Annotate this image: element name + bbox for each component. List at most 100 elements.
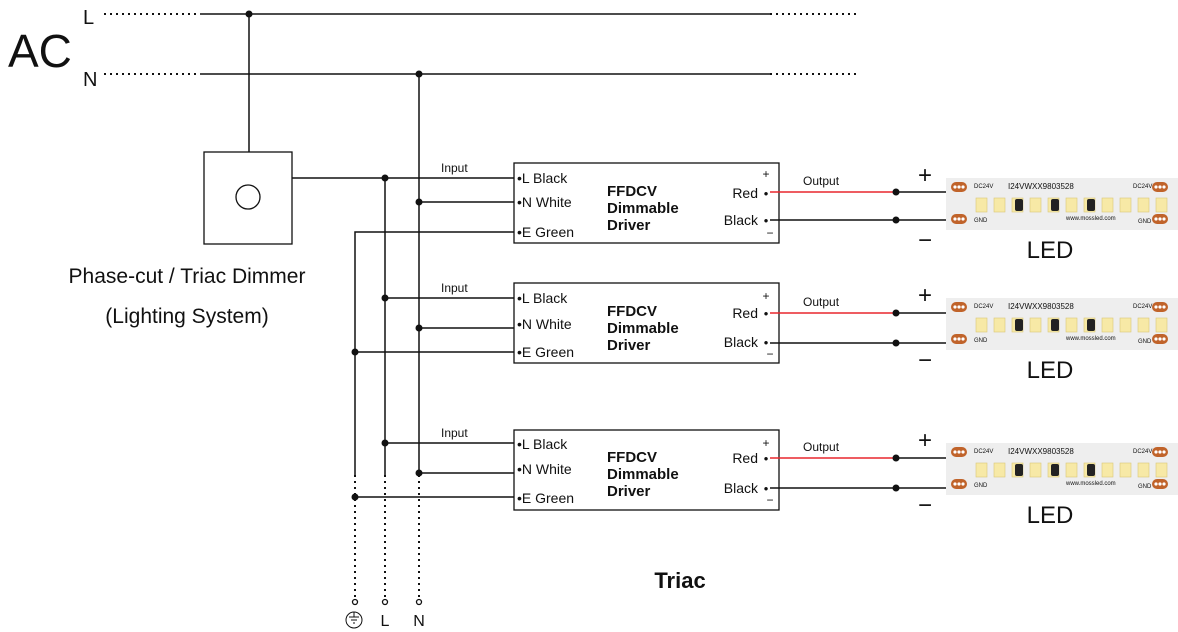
gnd-label-right: GND xyxy=(1138,219,1152,225)
ac-n-label: N xyxy=(83,69,97,91)
led-chip xyxy=(1029,462,1042,478)
terminal-l: •L Black xyxy=(517,290,568,306)
led-chip xyxy=(993,317,1006,333)
junction-dot xyxy=(892,454,900,462)
minus-sign: − xyxy=(766,493,773,507)
bottom-terminals: L N Triac xyxy=(345,568,706,630)
solder-pad-icon xyxy=(1152,479,1168,489)
junction-dot xyxy=(892,216,900,224)
svg-text:•: • xyxy=(764,451,769,466)
terminal-red: Red xyxy=(732,450,758,466)
led-chip xyxy=(1137,317,1150,333)
led-chip xyxy=(1155,462,1168,478)
driver-box xyxy=(513,429,780,511)
solder-pad-icon xyxy=(1152,182,1168,192)
led-chip xyxy=(993,462,1006,478)
terminal-l xyxy=(381,598,389,606)
dc-label-left: DC24V xyxy=(974,184,993,190)
led-chip xyxy=(1119,462,1132,478)
led-minus-sign: − xyxy=(918,227,932,254)
led-plus-sign: + xyxy=(918,427,932,454)
model-number: I24VWXX9803528 xyxy=(1008,182,1074,191)
led-chip xyxy=(1119,317,1132,333)
svg-text:•: • xyxy=(764,481,769,496)
resistor-icon xyxy=(1051,199,1059,211)
terminal-n: •N White xyxy=(517,194,572,210)
svg-text:•: • xyxy=(764,186,769,201)
dc-label-right: DC24V xyxy=(1133,304,1152,310)
solder-pad-icon xyxy=(951,447,967,457)
led-chip xyxy=(1155,317,1168,333)
bottom-l-label: L xyxy=(381,613,390,630)
strip-url: www.mossled.com xyxy=(1065,336,1116,342)
terminal-e: •E Green xyxy=(517,490,574,506)
terminal-n xyxy=(415,598,423,606)
solder-pad-icon xyxy=(1152,302,1168,312)
resistor-icon xyxy=(1087,199,1095,211)
led-chip xyxy=(1137,462,1150,478)
led-minus-sign: − xyxy=(918,347,932,374)
led-chip xyxy=(1065,462,1078,478)
led-plus-sign: + xyxy=(918,162,932,189)
driver-box xyxy=(513,282,780,364)
resistor-icon xyxy=(1015,199,1023,211)
triac-label: Triac xyxy=(654,568,705,593)
led-chip xyxy=(975,462,988,478)
strip-url: www.mossled.com xyxy=(1065,216,1116,222)
driver-name-2: Dimmable xyxy=(607,466,679,483)
junction-dot xyxy=(245,10,253,18)
resistor-icon xyxy=(1015,464,1023,476)
terminal-l: •L Black xyxy=(517,436,568,452)
terminal-l: •L Black xyxy=(517,170,568,186)
solder-pad-icon xyxy=(951,182,967,192)
terminal-ground xyxy=(351,598,359,606)
led-minus-sign: − xyxy=(918,492,932,519)
solder-pad-icon xyxy=(951,214,967,224)
minus-sign: − xyxy=(766,347,773,361)
ac-label: AC xyxy=(8,25,72,77)
led-chip xyxy=(993,197,1006,213)
gnd-label-left: GND xyxy=(974,483,988,489)
led-chip xyxy=(1137,197,1150,213)
junction-dot xyxy=(351,493,359,501)
buses xyxy=(354,70,514,598)
e-bus xyxy=(354,231,514,475)
driver-name-2: Dimmable xyxy=(607,200,679,217)
dc-label-right: DC24V xyxy=(1133,184,1152,190)
ac-mains: AC L N xyxy=(8,7,860,91)
junction-dot xyxy=(351,348,359,356)
plus-sign: + xyxy=(762,289,769,303)
led-chip xyxy=(1101,462,1114,478)
solder-pad-icon xyxy=(1152,334,1168,344)
terminal-n: •N White xyxy=(517,461,572,477)
solder-pad-icon xyxy=(951,302,967,312)
terminal-n: •N White xyxy=(517,316,572,332)
terminal-red: Red xyxy=(732,185,758,201)
led-chip xyxy=(975,317,988,333)
led-chip xyxy=(1029,317,1042,333)
output-label: Output xyxy=(803,440,840,454)
terminal-black: Black xyxy=(724,212,759,228)
junction-dot xyxy=(415,469,423,477)
input-label: Input xyxy=(441,281,468,295)
dimmer-box xyxy=(203,151,293,245)
gnd-label-right: GND xyxy=(1138,339,1152,345)
led-chip xyxy=(1155,197,1168,213)
gnd-label-left: GND xyxy=(974,218,988,224)
junction-dot xyxy=(381,439,389,447)
junction-dot xyxy=(892,188,900,196)
svg-text:•: • xyxy=(764,213,769,228)
led-chip xyxy=(1065,317,1078,333)
driver-name-1: FFDCV xyxy=(607,183,657,200)
driver-3: Input •L Black •N White •E Green FFDCV D… xyxy=(351,426,946,511)
led-chip xyxy=(1101,317,1114,333)
strip-url: www.mossled.com xyxy=(1065,481,1116,487)
led-chip xyxy=(1101,197,1114,213)
gnd-label-right: GND xyxy=(1138,484,1152,490)
dimmer-label-line2: (Lighting System) xyxy=(105,305,268,328)
earth-ground-icon xyxy=(345,611,363,629)
output-label: Output xyxy=(803,174,840,188)
